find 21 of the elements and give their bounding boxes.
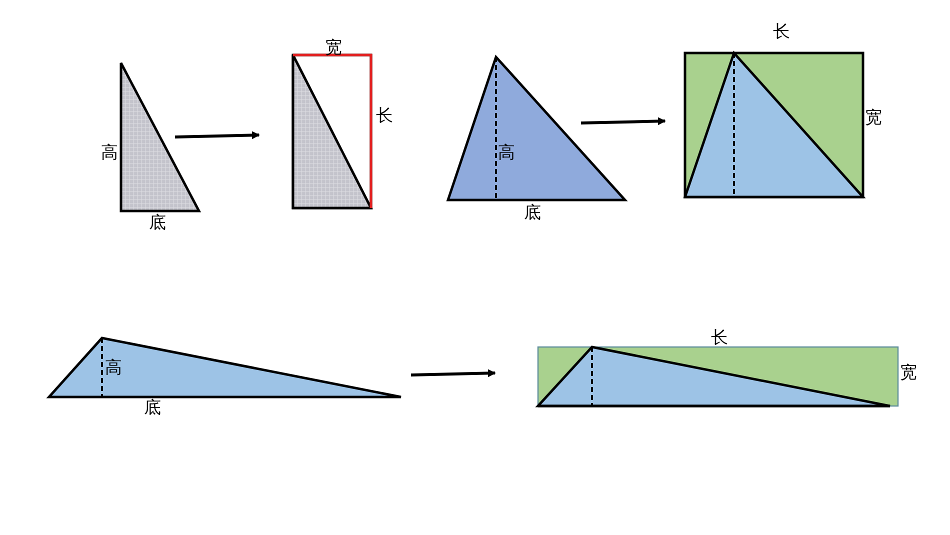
side-label: 长 [711, 328, 728, 348]
arrow [410, 369, 496, 378]
side-label: 底 [144, 398, 161, 418]
side-label: 高 [498, 143, 515, 163]
side-label: 高 [105, 358, 122, 378]
rectangle-drawing [538, 347, 898, 406]
triangle-drawing [121, 63, 199, 211]
side-label: 底 [149, 213, 166, 233]
side-label: 宽 [325, 38, 342, 58]
side-label: 长 [773, 22, 790, 42]
rectangle-drawing [685, 53, 863, 197]
rectangle-drawing [293, 55, 371, 208]
side-label: 宽 [865, 108, 882, 128]
side-label: 高 [101, 143, 118, 163]
side-label: 长 [376, 106, 393, 126]
triangle-drawing [448, 57, 625, 200]
side-label: 底 [524, 203, 541, 223]
triangle-drawing [49, 338, 401, 397]
arrow [174, 131, 260, 140]
arrow [580, 117, 666, 126]
side-label: 宽 [900, 363, 917, 383]
